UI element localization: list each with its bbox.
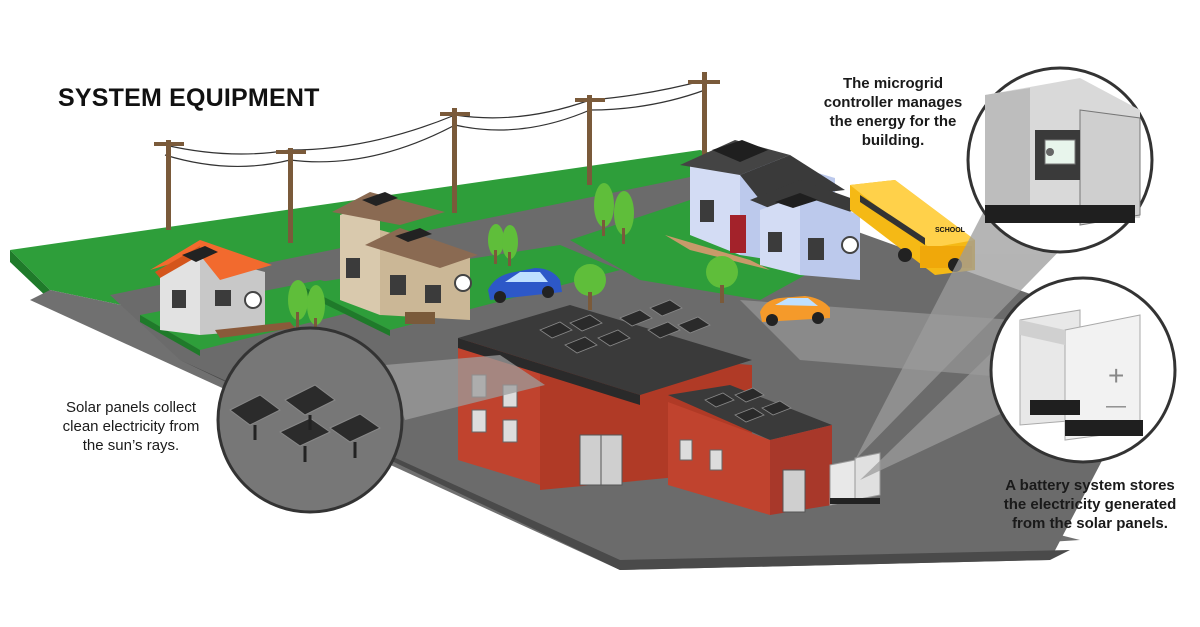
trees xyxy=(288,183,738,332)
battery-minus-sign: — xyxy=(1106,395,1126,417)
power-lines xyxy=(164,79,706,168)
school-bus: SCHOOL xyxy=(850,180,975,275)
battery-caption: A battery system stores the electricity … xyxy=(990,476,1190,533)
battery-plus-sign: + xyxy=(1108,360,1124,391)
page-title: SYSTEM EQUIPMENT xyxy=(58,84,320,112)
caption-line: the electricity generated xyxy=(1003,496,1177,513)
caption-line: Solar panels collect xyxy=(65,399,197,416)
house-blue xyxy=(665,140,870,280)
bus-label: SCHOOL xyxy=(935,227,966,234)
solar-panel-zoom-circle xyxy=(216,326,404,514)
microgrid-controller-zoom-circle xyxy=(966,66,1154,254)
utility-poles xyxy=(154,72,720,243)
caption-line: A battery system stores xyxy=(1005,477,1175,494)
caption-line: building. xyxy=(861,132,925,149)
caption-line: the energy for the xyxy=(829,113,957,130)
caption-line: the sun’s rays. xyxy=(82,437,180,454)
caption-line: The microgrid xyxy=(842,75,943,92)
battery-units-small xyxy=(829,452,881,506)
solar-panels-caption: Solar panels collect clean electricity f… xyxy=(46,398,216,455)
caption-line: clean electricity from xyxy=(62,418,200,435)
caption-line: from the solar panels. xyxy=(1012,515,1168,532)
microgrid-caption: The microgrid controller manages the ene… xyxy=(808,74,978,150)
house-tan xyxy=(332,192,478,324)
house-orange-roof xyxy=(150,240,295,338)
caption-line: controller manages xyxy=(823,94,963,111)
rooftop-solar-panels xyxy=(539,299,792,423)
battery-zoom-circle: + — xyxy=(989,276,1177,464)
car-orange xyxy=(760,296,830,326)
car-blue xyxy=(488,268,562,303)
